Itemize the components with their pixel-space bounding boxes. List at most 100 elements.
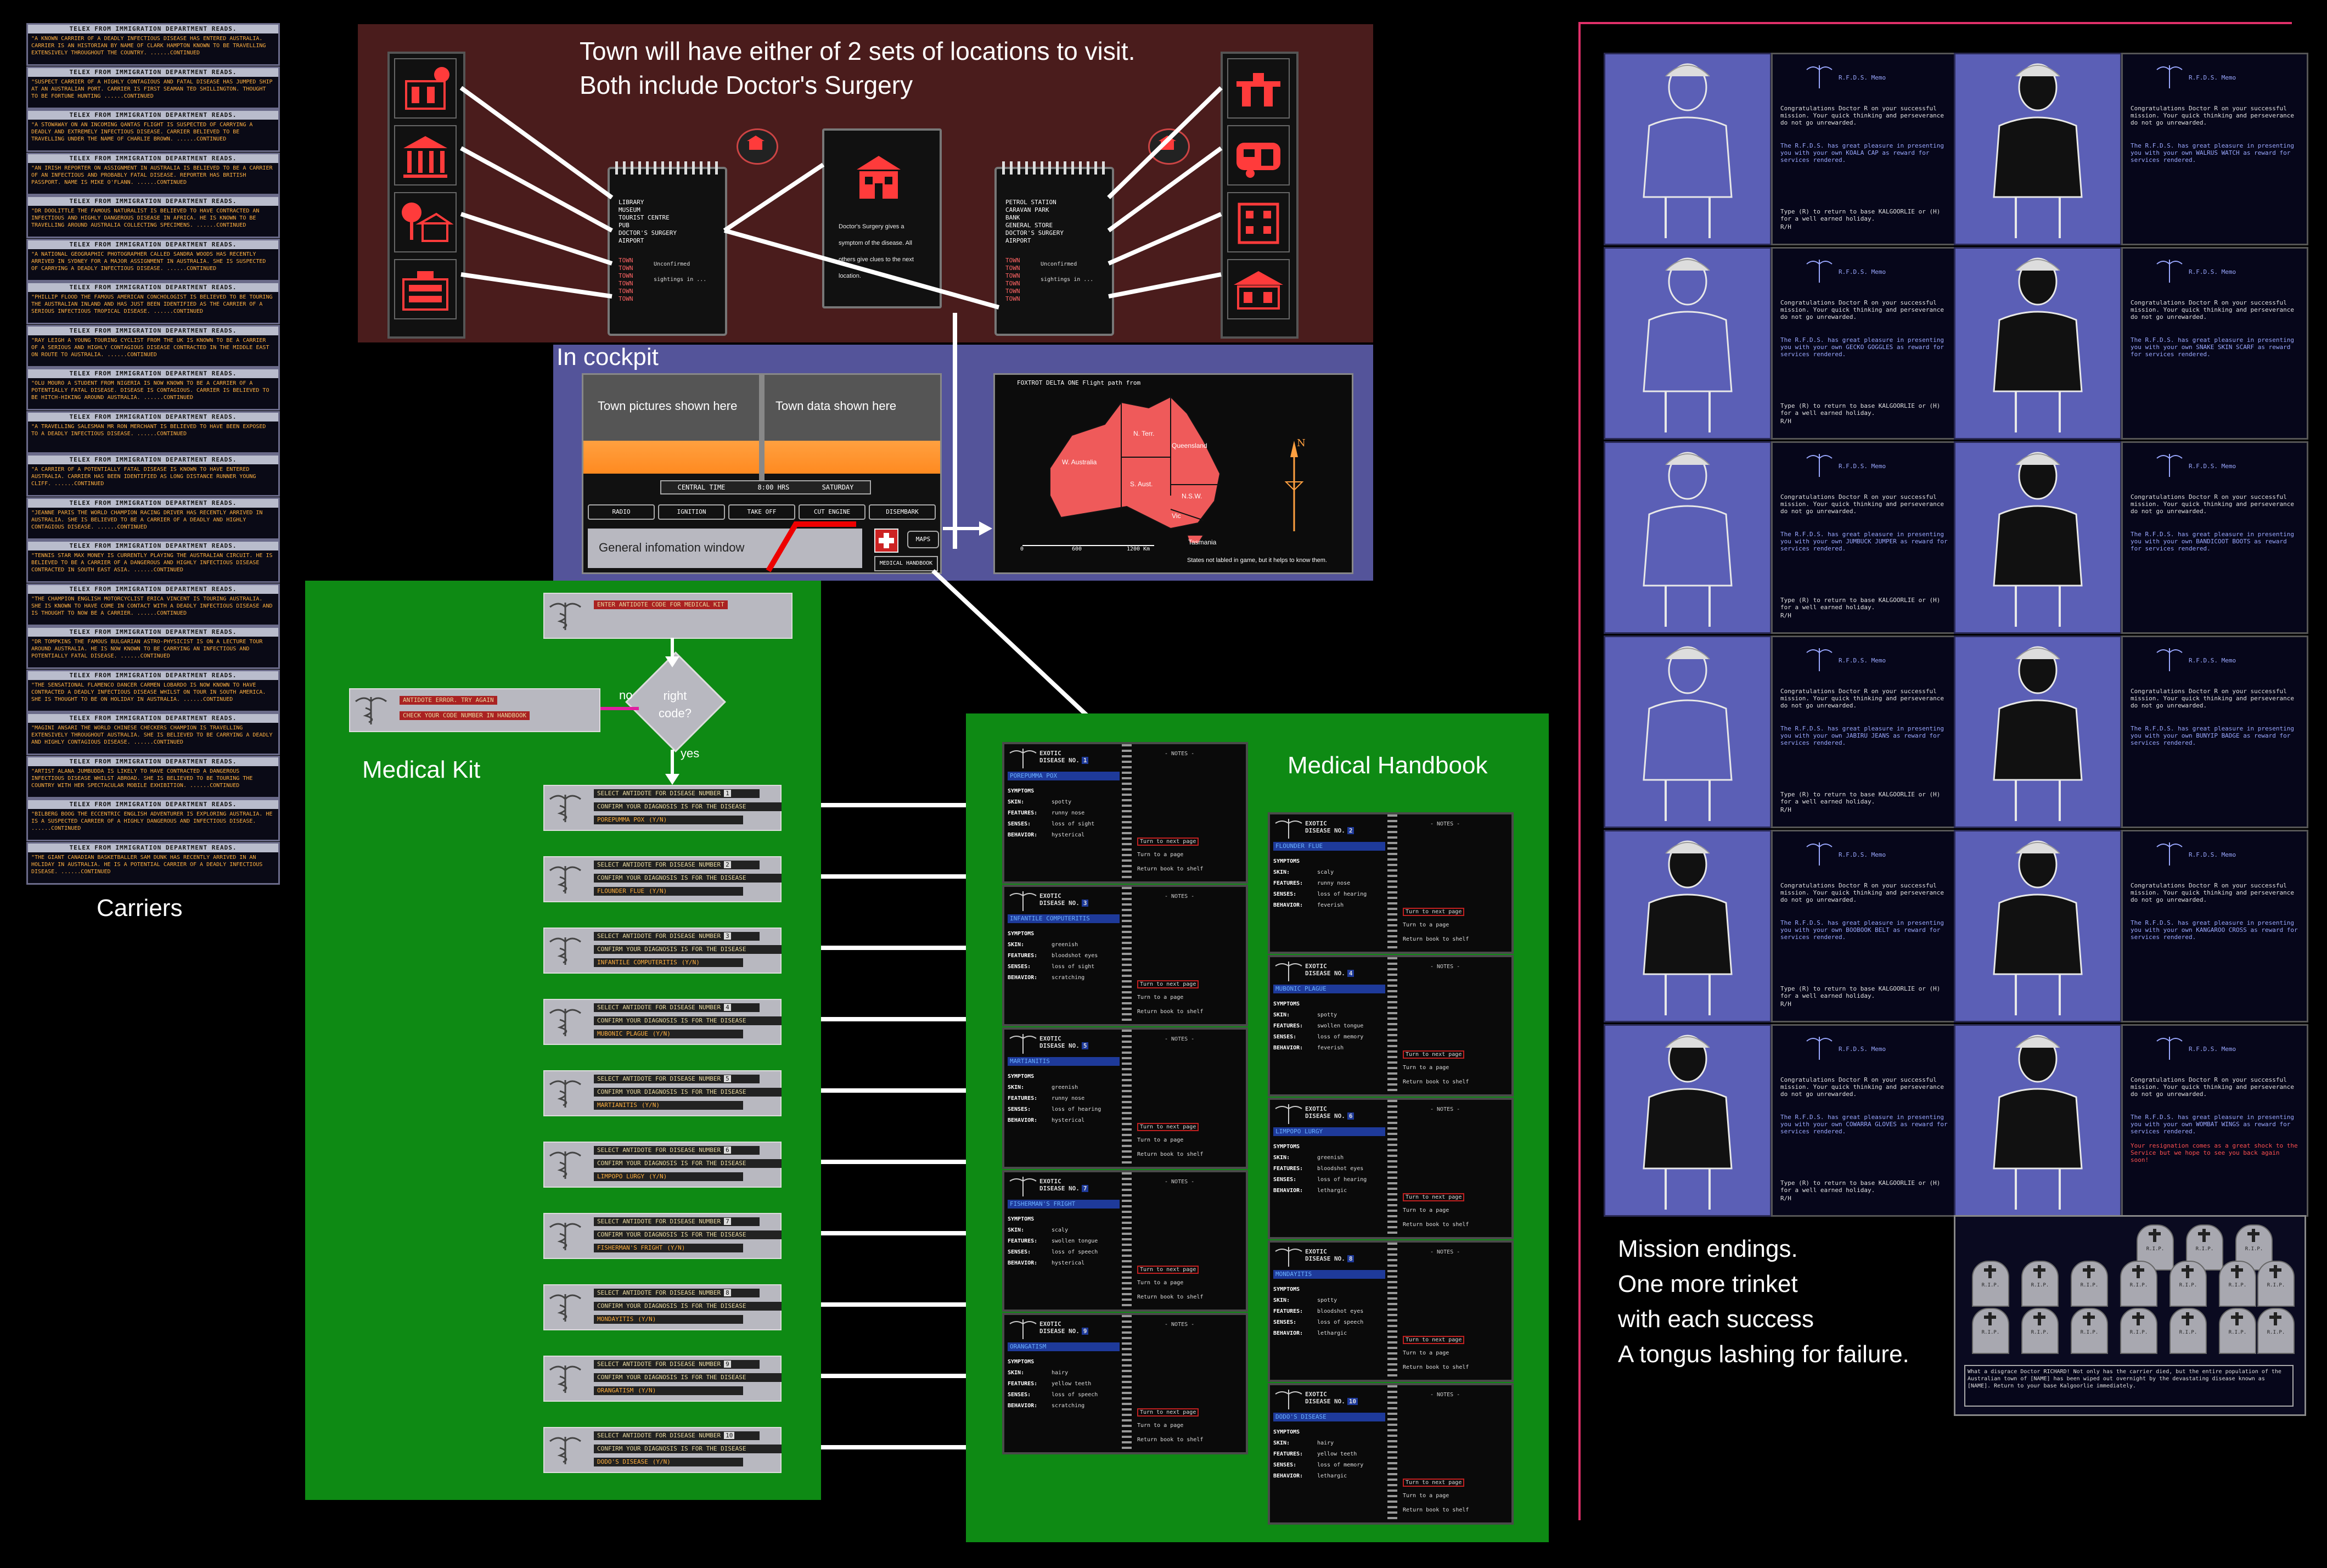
location-item[interactable]: TOWN — [1005, 288, 1020, 295]
turn-next-page[interactable]: Turn to next page — [1403, 908, 1465, 916]
memo-rh-prompt[interactable]: R/H — [1780, 612, 1791, 619]
kit-yn-prompt[interactable]: (Y/N) — [667, 1244, 685, 1251]
return-book[interactable]: Return book to shelf — [1403, 1222, 1469, 1228]
location-item[interactable]: TOURIST CENTRE — [619, 214, 670, 221]
turn-to-page[interactable]: Turn to a page — [1403, 1350, 1449, 1356]
memo-rh-prompt[interactable]: R/H — [1780, 1001, 1791, 1008]
location-item[interactable]: TOWN — [619, 295, 633, 302]
turn-next-page[interactable]: Turn to next page — [1137, 1123, 1199, 1131]
notes-heading: - NOTES - — [1165, 1322, 1195, 1328]
return-book[interactable]: Return book to shelf — [1403, 1364, 1469, 1370]
cockpit-button-disembark[interactable]: DISEMBARK — [869, 504, 936, 520]
memo-header: R.F.D.S. Memo — [2189, 268, 2236, 276]
kit-yn-prompt[interactable]: (Y/N) — [681, 959, 700, 966]
return-book[interactable]: Return book to shelf — [1403, 936, 1469, 942]
turn-to-page[interactable]: Turn to a page — [1403, 1493, 1449, 1499]
location-item[interactable]: TOWN — [1005, 265, 1020, 272]
turn-to-page[interactable]: Turn to a page — [1137, 1280, 1184, 1286]
maps-button[interactable]: MAPS — [907, 531, 939, 548]
location-item[interactable]: TOWN — [1005, 280, 1020, 287]
location-item[interactable]: LIBRARY — [619, 199, 644, 206]
museum-icon[interactable] — [394, 125, 457, 186]
location-item[interactable]: TOWN — [1005, 272, 1020, 279]
return-book[interactable]: Return book to shelf — [1137, 1294, 1204, 1300]
turn-next-page[interactable]: Turn to next page — [1403, 1193, 1465, 1201]
turn-to-page[interactable]: Turn to a page — [1137, 994, 1184, 1001]
location-item[interactable]: AIRPORT — [619, 237, 644, 244]
location-item[interactable]: CARAVAN PARK — [1005, 206, 1049, 213]
turn-to-page[interactable]: Turn to a page — [1137, 1137, 1184, 1143]
memo-rh-prompt[interactable]: R/H — [1780, 1195, 1791, 1202]
cockpit-button-ignition[interactable]: IGNITION — [658, 504, 725, 520]
location-item[interactable]: DOCTOR'S SURGERY — [619, 229, 677, 237]
telex-message: TELEX FROM IMMIGRATION DEPARTMENT READS.… — [26, 195, 280, 238]
location-item[interactable]: AIRPORT — [1005, 237, 1031, 244]
location-item[interactable]: TOWN — [619, 265, 633, 272]
location-item[interactable]: GENERAL STORE — [1005, 222, 1053, 229]
cockpit-button-radio[interactable]: RADIO — [588, 504, 655, 520]
location-item[interactable]: TOWN — [1005, 295, 1020, 302]
kit-yn-prompt[interactable]: (Y/N) — [638, 1387, 656, 1394]
location-item[interactable]: TOWN — [1005, 257, 1020, 264]
cockpit-button-take-off[interactable]: TAKE OFF — [728, 504, 795, 520]
turn-next-page[interactable]: Turn to next page — [1137, 1266, 1199, 1274]
turn-next-page[interactable]: Turn to next page — [1403, 1336, 1465, 1344]
kit-yn-prompt[interactable]: (Y/N) — [652, 1458, 671, 1465]
tourist-centre-icon[interactable] — [394, 192, 457, 252]
location-item[interactable]: PUB — [619, 222, 629, 229]
return-book[interactable]: Return book to shelf — [1403, 1079, 1469, 1085]
return-book[interactable]: Return book to shelf — [1403, 1507, 1469, 1513]
return-book[interactable]: Return book to shelf — [1137, 1009, 1204, 1015]
turn-to-page[interactable]: Turn to a page — [1137, 852, 1184, 858]
location-item[interactable]: BANK — [1005, 214, 1020, 221]
location-item[interactable]: TOWN — [619, 280, 633, 287]
memo-rh-prompt[interactable]: R/H — [1780, 806, 1791, 813]
return-book[interactable]: Return book to shelf — [1137, 1151, 1204, 1157]
kit-yn-prompt[interactable]: (Y/N) — [649, 816, 667, 823]
cockpit-button-cut-engine[interactable]: CUT ENGINE — [799, 504, 865, 520]
turn-to-page[interactable]: Turn to a page — [1403, 922, 1449, 928]
memo-rh-prompt[interactable]: R/H — [1780, 418, 1791, 425]
return-book[interactable]: Return book to shelf — [1137, 1437, 1204, 1443]
medical-handbook-button[interactable]: MEDICAL HANDBOOK — [874, 556, 938, 571]
kit-yn-prompt[interactable]: (Y/N) — [649, 1173, 667, 1180]
location-item[interactable]: PETROL STATION — [1005, 199, 1056, 206]
kit-entry-row[interactable]: ENTER ANTIDOTE CODE FOR MEDICAL KIT — [543, 593, 792, 639]
turn-next-page[interactable]: Turn to next page — [1137, 980, 1199, 988]
petrol-station-icon[interactable] — [1227, 58, 1290, 119]
caravan-park-icon[interactable] — [1227, 125, 1290, 186]
turn-next-page[interactable]: Turn to next page — [1403, 1479, 1465, 1487]
turn-next-page[interactable]: Turn to next page — [1137, 838, 1199, 846]
pub-icon[interactable] — [394, 259, 457, 319]
location-item[interactable]: TOWN — [619, 257, 633, 264]
library-icon[interactable] — [394, 58, 457, 119]
turn-to-page[interactable]: Turn to a page — [1403, 1207, 1449, 1213]
location-item[interactable]: DOCTOR'S SURGERY — [1005, 229, 1064, 237]
turn-to-page[interactable]: Turn to a page — [1403, 1065, 1449, 1071]
general-store-icon[interactable] — [1227, 259, 1290, 319]
kit-yn-prompt[interactable]: (Y/N) — [638, 1316, 656, 1323]
kit-yn-prompt[interactable]: (Y/N) — [641, 1101, 660, 1109]
kit-yn-prompt[interactable]: (Y/N) — [649, 887, 667, 895]
turn-to-page[interactable]: Turn to a page — [1137, 1423, 1184, 1429]
location-item[interactable]: TOWN — [619, 288, 633, 295]
location-item[interactable]: TOWN — [619, 272, 633, 279]
memo-rh-prompt[interactable]: R/H — [1780, 223, 1791, 231]
medical-kit-icon[interactable] — [874, 529, 898, 553]
bank-icon[interactable] — [1227, 192, 1290, 252]
turn-next-page[interactable]: Turn to next page — [1137, 1408, 1199, 1417]
return-book[interactable]: Return book to shelf — [1137, 866, 1204, 872]
location-item[interactable]: MUSEUM — [619, 206, 640, 213]
kit-yn-prompt[interactable]: (Y/N) — [652, 1030, 671, 1037]
turn-next-page[interactable]: Turn to next page — [1403, 1050, 1465, 1059]
